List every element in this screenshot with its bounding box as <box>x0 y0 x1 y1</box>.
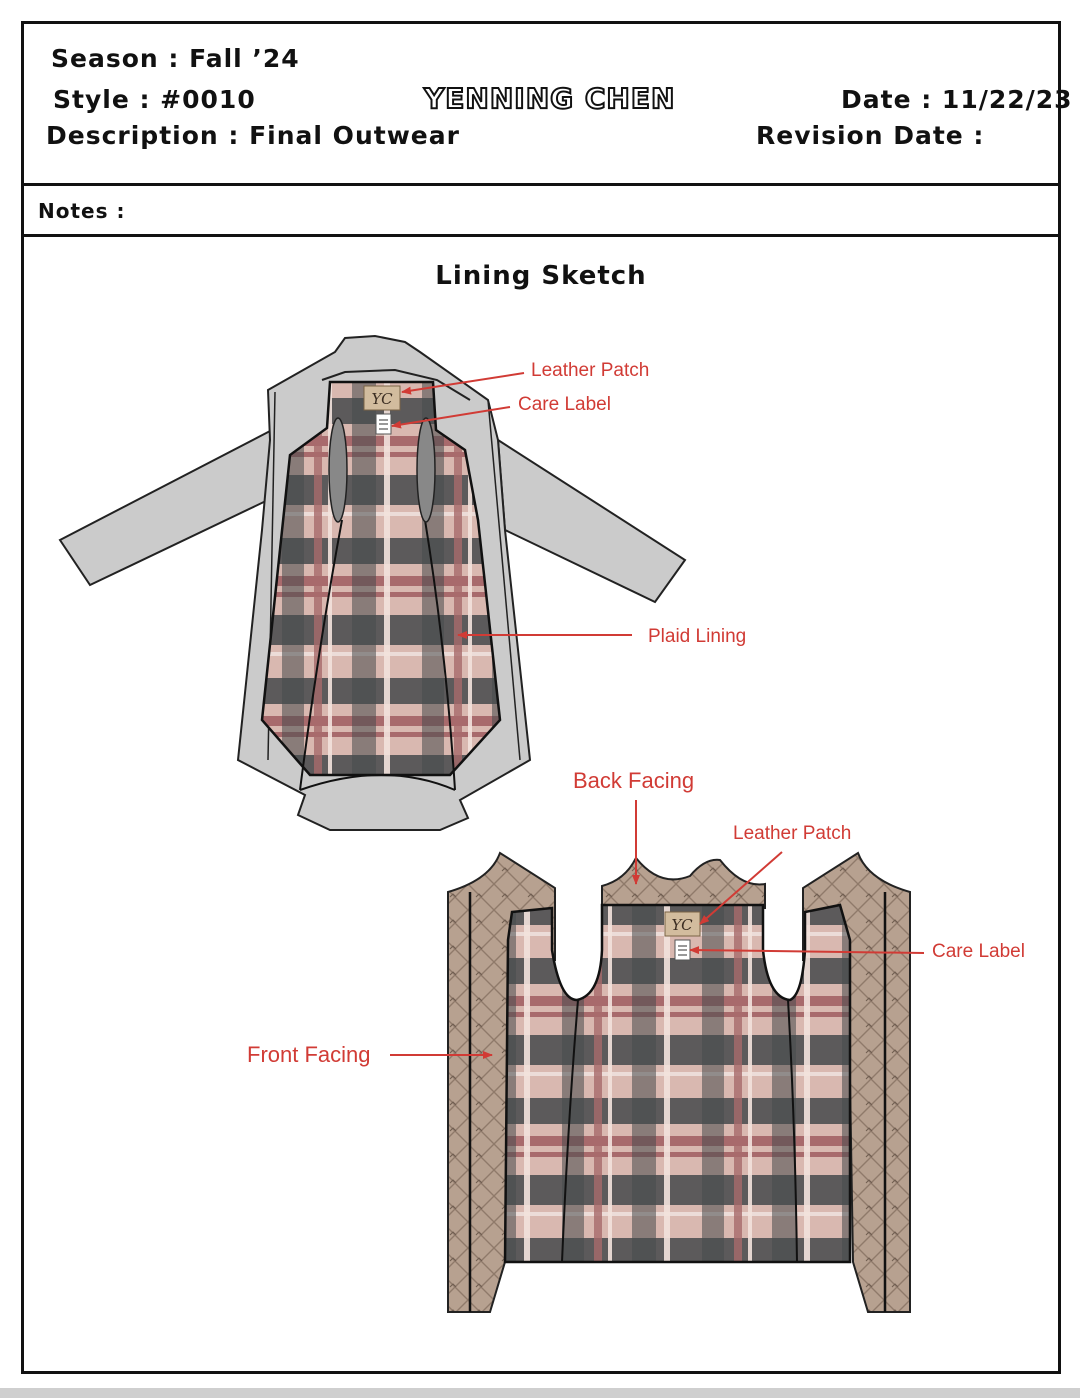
notes-label: Notes : <box>38 199 126 223</box>
season-field: Season : Fall ’24 <box>51 44 300 73</box>
jacket-lining-sketch: YC <box>58 334 687 831</box>
plaid-lining <box>260 380 502 777</box>
style-field: Style : #0010 <box>53 85 256 114</box>
callout-back-facing: Back Facing <box>573 768 695 793</box>
date-field: Date : 11/22/23 <box>841 85 1073 114</box>
back-facing <box>601 856 766 909</box>
callout-leather-patch-top: Leather Patch <box>531 360 650 381</box>
callout-front-facing: Front Facing <box>247 1042 371 1067</box>
callout-arrows <box>390 372 925 1059</box>
designer-name: YENNING CHEN <box>423 81 676 116</box>
left-inner-pocket <box>328 417 348 523</box>
leather-patch-flat <box>664 911 701 937</box>
right-sleeve <box>496 438 687 604</box>
leather-patch-flat-monogram: YC <box>671 916 693 934</box>
leather-patch <box>363 385 401 411</box>
notes-row: Notes : <box>24 186 1058 237</box>
description-field: Description : Final Outwear <box>46 121 460 150</box>
bottom-bar <box>0 1388 1080 1398</box>
callout-plaid-lining: Plaid Lining <box>648 626 747 647</box>
revision-date-field: Revision Date : <box>756 121 985 150</box>
sketch-area: Lining Sketch <box>24 237 1058 1371</box>
callout-care-label-bottom: Care Label <box>932 941 1025 962</box>
header-block: Season : Fall ’24 Style : #0010 Descript… <box>24 24 1072 186</box>
leather-patch-monogram: YC <box>371 390 393 408</box>
spec-sheet: Season : Fall ’24 Style : #0010 Descript… <box>21 21 1072 1374</box>
callout-leather-patch-bottom: Leather Patch <box>733 823 852 844</box>
right-inner-pocket <box>416 417 436 523</box>
front-facing-right <box>802 851 911 1313</box>
section-title: Lining Sketch <box>435 261 647 291</box>
facing-lining-sketch: YC <box>447 851 911 1313</box>
left-sleeve <box>58 428 274 587</box>
callout-care-label-top: Care Label <box>518 394 611 415</box>
